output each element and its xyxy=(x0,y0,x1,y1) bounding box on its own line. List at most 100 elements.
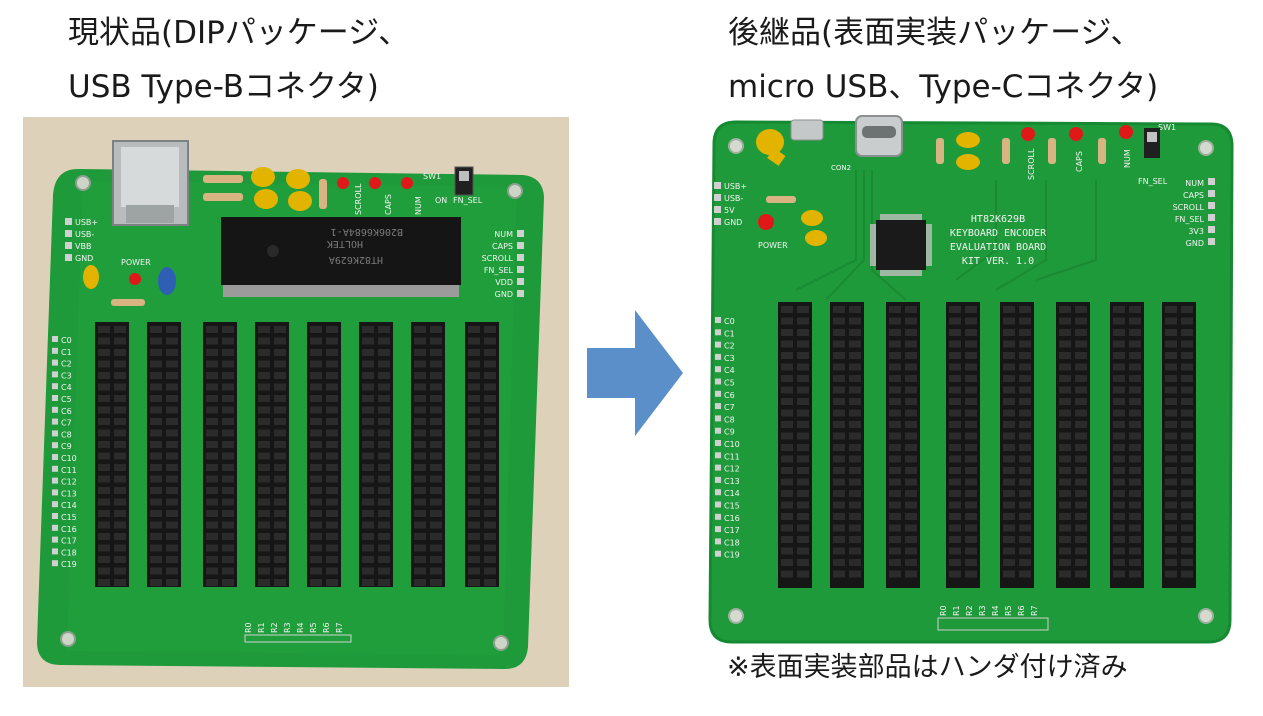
dip-row-label: R4 xyxy=(296,622,305,633)
pin-header xyxy=(1162,302,1196,588)
dip-right-label-scroll: SCROLL xyxy=(482,254,514,263)
smd-board-title-4: KIT VER. 1.0 xyxy=(962,256,1034,267)
smd-right-label-gnd: GND xyxy=(1186,239,1204,248)
smd-led-label-scroll: SCROLL xyxy=(1027,148,1036,180)
smd-pin-label-usbp: USB+ xyxy=(724,182,747,191)
smd-row-label: R6 xyxy=(1017,605,1026,616)
smd-col-label: C19 xyxy=(724,551,740,560)
dip-switch-label-sw1: SW1 xyxy=(423,172,441,181)
type-c-connector xyxy=(855,115,903,157)
smd-col-label: C7 xyxy=(724,403,735,412)
smd-col-label: C10 xyxy=(724,440,740,449)
pin-header xyxy=(946,302,980,588)
smd-right-label-caps: CAPS xyxy=(1183,191,1204,200)
dip-col-label: C17 xyxy=(61,537,77,546)
dip-col-label: C4 xyxy=(61,383,72,392)
dip-chip-text-2: HT82K629A xyxy=(329,254,383,265)
smd-col-label: C4 xyxy=(724,366,735,375)
dip-col-label: C0 xyxy=(61,336,72,345)
smd-col-label: C5 xyxy=(724,379,735,388)
dip-pin-label-vbb: VBB xyxy=(75,242,91,251)
dip-col-label: C13 xyxy=(61,489,77,498)
smd-col-label: C3 xyxy=(724,354,735,363)
dip-col-label: C1 xyxy=(61,348,72,357)
pin-header xyxy=(411,322,445,587)
dip-col-label: C9 xyxy=(61,442,72,451)
dip-pin-label-usbp: USB+ xyxy=(75,218,98,227)
dip-pin-label-gnd: GND xyxy=(75,254,93,263)
pin-header xyxy=(778,302,812,588)
smd-row-label: R3 xyxy=(978,605,987,616)
dip-col-label: C19 xyxy=(61,560,77,569)
dip-col-label: C11 xyxy=(61,466,77,475)
dip-row-label: R1 xyxy=(257,622,266,633)
smd-col-label: C16 xyxy=(724,514,740,523)
smd-led-label-num: NUM xyxy=(1123,149,1132,168)
pin-header xyxy=(95,322,129,587)
smd-note: ※表面実装部品はハンダ付け済み xyxy=(727,652,1128,683)
dip-col-label: C10 xyxy=(61,454,77,463)
left-title-line1: 現状品(DIPパッケージ、 xyxy=(68,15,410,51)
smd-board-title-3: EVALUATION BOARD xyxy=(950,242,1046,253)
dip-col-label: C6 xyxy=(61,407,72,416)
pin-header xyxy=(830,302,864,588)
dip-right-label-fnsel: FN_SEL xyxy=(484,266,514,275)
dip-col-label: C14 xyxy=(61,501,77,510)
dip-board-photo: SCROLL CAPS NUM ON FN_SEL SW1 HOLTEK HT8… xyxy=(23,117,569,687)
smd-col-label: C8 xyxy=(724,415,735,424)
smd-board-photo: CON2 SCROLL CAPS NUM SW1 FN_SEL POWER US… xyxy=(706,110,1236,650)
qfp-chip xyxy=(870,214,932,276)
smd-col-label: C15 xyxy=(724,502,740,511)
dip-chip-text-1: HOLTEK xyxy=(327,238,363,249)
pin-header xyxy=(147,322,181,587)
dip-col-label: C16 xyxy=(61,525,77,534)
dip-col-label: C8 xyxy=(61,430,72,439)
dip-led-label-caps: CAPS xyxy=(384,194,393,215)
micro-usb-connector xyxy=(790,119,824,141)
usb-type-b-connector xyxy=(112,140,189,226)
pin-header xyxy=(886,302,920,588)
smd-pin-label-usbm: USB- xyxy=(724,194,743,203)
dip-power-label: POWER xyxy=(121,258,151,267)
dip-col-label: C5 xyxy=(61,395,72,404)
pin-header xyxy=(359,322,393,587)
smd-con-label: CON2 xyxy=(831,164,851,172)
smd-led-label-caps: CAPS xyxy=(1075,151,1084,172)
pin-header xyxy=(465,322,499,587)
dip-switch-label-on: ON xyxy=(435,196,447,205)
left-title-line2: USB Type-Bコネクタ) xyxy=(68,69,379,105)
smd-right-label-num: NUM xyxy=(1185,179,1204,188)
dip-led-label-scroll: SCROLL xyxy=(354,183,363,215)
dip-switch-label-fnsel: FN_SEL xyxy=(453,196,483,205)
smd-col-label: C14 xyxy=(724,489,740,498)
dip-right-label-gnd: GND xyxy=(495,290,513,299)
smd-row-label: R4 xyxy=(991,605,1000,616)
pin-header xyxy=(203,322,237,587)
dip-row-label: R7 xyxy=(335,622,344,633)
smd-col-label: C17 xyxy=(724,526,740,535)
dip-row-label: R3 xyxy=(283,622,292,633)
smd-pin-label-gnd: GND xyxy=(724,218,742,227)
smd-col-label: C6 xyxy=(724,391,735,400)
smd-col-label: C9 xyxy=(724,428,735,437)
dip-right-label-num: NUM xyxy=(494,230,513,239)
dip-right-label-caps: CAPS xyxy=(492,242,513,251)
smd-col-label: C18 xyxy=(724,538,740,547)
dip-col-label: C2 xyxy=(61,360,72,369)
dip-chip-text-3: B206K6684A-1 xyxy=(331,226,403,237)
smd-col-label: C1 xyxy=(724,329,735,338)
dip-pin-label-usbm: USB- xyxy=(75,230,94,239)
smd-row-label: R1 xyxy=(952,605,961,616)
dip-col-label: C15 xyxy=(61,513,77,522)
smd-board-title-1: HT82K629B xyxy=(971,214,1025,225)
pin-header xyxy=(1110,302,1144,588)
dip-row-label: R2 xyxy=(270,622,279,633)
dip-col-label: C12 xyxy=(61,478,77,487)
smd-col-label: C0 xyxy=(724,317,735,326)
pin-header xyxy=(307,322,341,587)
smd-switch-label-sw1: SW1 xyxy=(1158,123,1176,132)
smd-row-label: R2 xyxy=(965,605,974,616)
smd-row-label: R5 xyxy=(1004,605,1013,616)
right-title-line1: 後継品(表面実装パッケージ、 xyxy=(728,15,1142,51)
smd-col-label: C2 xyxy=(724,342,735,351)
